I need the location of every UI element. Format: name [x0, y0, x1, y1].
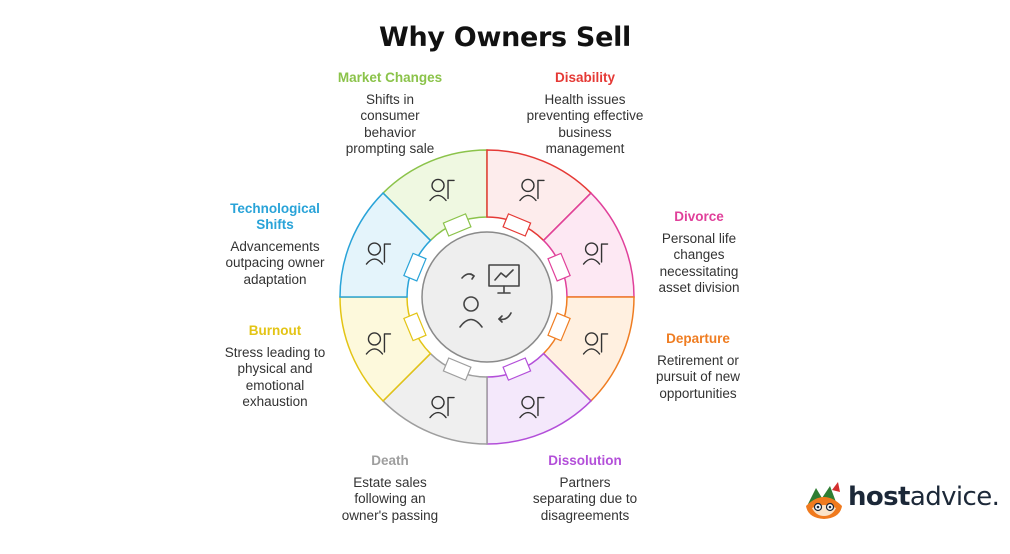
divorce-description: Personal life changes necessitating asse…: [658, 231, 740, 296]
segment-notch: [442, 357, 472, 381]
split-partners-icon: [519, 395, 545, 419]
departure-description: Retirement or pursuit of new opportuniti…: [655, 353, 741, 401]
callout-burnout: Burnout Stress leading to physical and e…: [200, 323, 350, 411]
dissolution-title: Dissolution: [548, 453, 622, 468]
segment-notch: [502, 213, 532, 237]
callout-technological-shifts: Technological Shifts Advancements outpac…: [200, 201, 350, 288]
segment-notch: [403, 312, 427, 342]
death-description: Estate sales following an owner's passin…: [341, 475, 439, 523]
disability-title: Disability: [554, 70, 616, 85]
divorce-title: Divorce: [674, 209, 724, 224]
hostadvice-logo: hostadvice.: [802, 478, 1000, 522]
segment-notch: [403, 252, 427, 282]
callout-departure: Departure Retirement or pursuit of new o…: [623, 331, 773, 402]
callout-disability: Disability Health issues preventing effe…: [510, 70, 660, 158]
segment-notch: [442, 213, 472, 237]
owner-presentation-icon: [459, 264, 520, 328]
logo-wordmark-bold: host: [848, 482, 910, 512]
disability-description: Health issues preventing effective busin…: [526, 92, 644, 157]
stairs-exit-icon: [582, 332, 609, 355]
callout-market-changes: Market Changes Shifts in consumer behavi…: [315, 70, 465, 158]
fox-mascot-icon: [806, 482, 842, 519]
burnout-description: Stress leading to physical and emotional…: [224, 345, 326, 410]
burnout-title: Burnout: [248, 323, 302, 338]
departure-title: Departure: [666, 331, 730, 346]
segment-notch: [547, 252, 571, 282]
logo-wordmark-rest: advice.: [909, 482, 1000, 512]
logo-wordmark: hostadvice.: [848, 482, 1000, 512]
person-crutch-icon: [519, 178, 545, 202]
segment-notch: [547, 312, 571, 342]
tired-worker-icon: [365, 332, 392, 355]
callout-dissolution: Dissolution Partners separating due to d…: [510, 453, 660, 524]
callout-death: Death Estate sales following an owner's …: [315, 453, 465, 524]
will-skull-icon: [429, 395, 455, 419]
technological-shifts-description: Advancements outpacing owner adaptation: [225, 239, 325, 287]
callout-divorce: Divorce Personal life changes necessitat…: [624, 209, 774, 297]
page-title: Why Owners Sell: [379, 22, 631, 53]
segment-notch: [502, 357, 532, 381]
death-title: Death: [371, 453, 409, 468]
ring-document-icon: [582, 242, 609, 265]
dollar-growth-icon: [429, 178, 455, 202]
gauge-icon: [365, 242, 392, 265]
market-changes-title: Market Changes: [337, 70, 443, 85]
dissolution-description: Partners separating due to disagreements: [532, 475, 638, 523]
market-changes-description: Shifts in consumer behavior prompting sa…: [345, 92, 435, 157]
technological-shifts-title: Technological Shifts: [230, 201, 320, 232]
center-hub: [421, 231, 553, 363]
